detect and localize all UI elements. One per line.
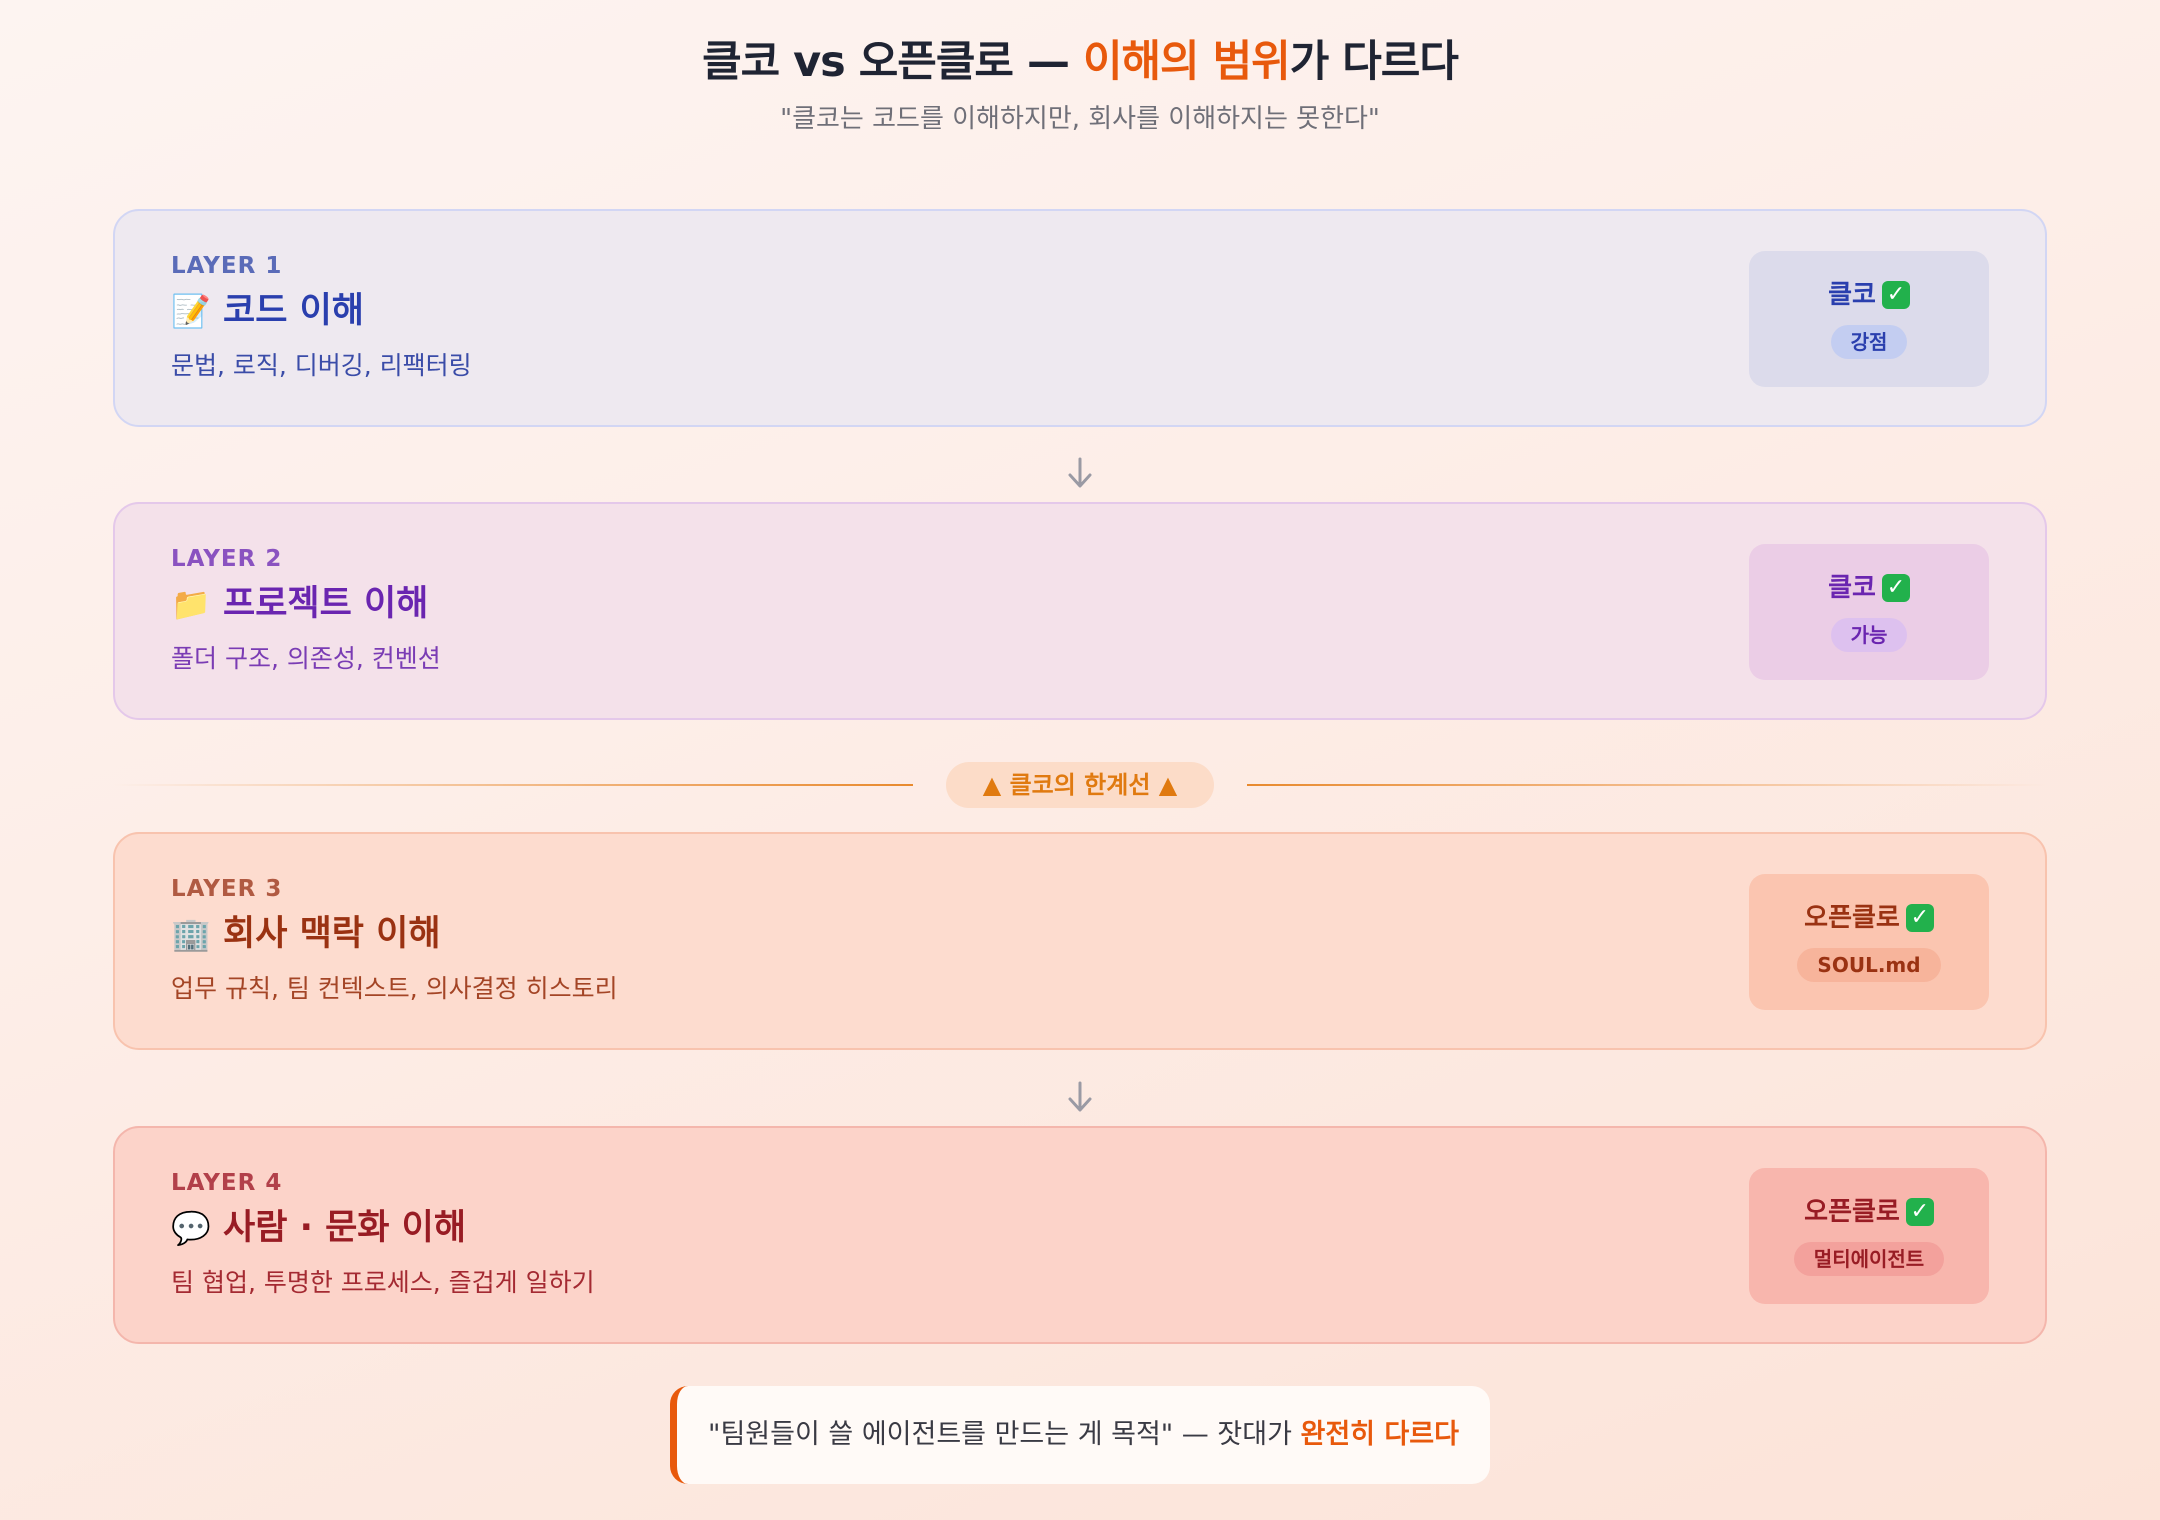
capability-badge: 클코 ✓ 강점 bbox=[1749, 251, 1989, 387]
layer-2-card: LAYER 2 📁 프로젝트 이해 폴더 구조, 의존성, 컨벤션 클코 ✓ 가… bbox=[113, 502, 2047, 720]
badge-name-text: 클코 bbox=[1828, 280, 1876, 310]
quote-text: "팀원들이 쓸 에이전트를 만드는 게 목적" — 잣대가 bbox=[708, 1419, 1292, 1450]
limit-line-right bbox=[1247, 784, 2047, 786]
layer-desc: 폴더 구조, 의존성, 컨벤션 bbox=[171, 644, 441, 673]
title-tail: 가 다르다 bbox=[1289, 37, 1459, 87]
folder-icon: 📁 bbox=[171, 585, 211, 623]
capability-badge: 오픈클로 ✓ 멀티에이전트 bbox=[1749, 1168, 1989, 1304]
layer-label: LAYER 2 bbox=[171, 546, 283, 572]
check-icon: ✓ bbox=[1881, 574, 1910, 602]
check-icon: ✓ bbox=[1905, 904, 1934, 932]
badge-name: 클코 ✓ bbox=[1828, 572, 1910, 604]
layer-title-text: 회사 맥락 이해 bbox=[223, 914, 441, 954]
badge-name-text: 오픈클로 bbox=[1804, 1197, 1900, 1227]
office-building-icon: 🏢 bbox=[171, 915, 211, 953]
check-icon: ✓ bbox=[1881, 281, 1910, 309]
capability-badge: 클코 ✓ 가능 bbox=[1749, 544, 1989, 680]
limit-line-left bbox=[113, 784, 913, 786]
layer-title-text: 코드 이해 bbox=[223, 291, 364, 331]
layer-label: LAYER 4 bbox=[171, 1170, 283, 1196]
layer-title: 📁 프로젝트 이해 bbox=[171, 580, 428, 628]
badge-name: 클코 ✓ bbox=[1828, 279, 1910, 311]
badge-name-text: 클코 bbox=[1828, 573, 1876, 603]
badge-pill: 강점 bbox=[1830, 325, 1908, 359]
limit-label: ▲ 클코의 한계선 ▲ bbox=[946, 762, 1214, 808]
layer-desc: 팀 협업, 투명한 프로세스, 즐겁게 일하기 bbox=[171, 1268, 595, 1297]
layer-4-card: LAYER 4 💬 사람 · 문화 이해 팀 협업, 투명한 프로세스, 즐겁게… bbox=[113, 1126, 2047, 1344]
badge-name: 오픈클로 ✓ bbox=[1804, 1196, 1934, 1228]
capability-badge: 오픈클로 ✓ SOUL.md bbox=[1749, 874, 1989, 1010]
page-title: 클코 vs 오픈클로 — 이해의 범위가 다르다 bbox=[0, 32, 2160, 92]
check-icon: ✓ bbox=[1905, 1198, 1934, 1226]
speech-bubble-icon: 💬 bbox=[171, 1209, 211, 1247]
memo-icon: 📝 bbox=[171, 292, 211, 330]
layer-title: 🏢 회사 맥락 이해 bbox=[171, 910, 441, 958]
layer-label: LAYER 1 bbox=[171, 253, 283, 279]
header: 클코 vs 오픈클로 — 이해의 범위가 다르다 "클코는 코드를 이해하지만,… bbox=[0, 32, 2160, 136]
quote-accent: 완전히 다르다 bbox=[1300, 1419, 1459, 1450]
conclusion-quote: "팀원들이 쓸 에이전트를 만드는 게 목적" — 잣대가 완전히 다르다 bbox=[670, 1386, 1490, 1484]
badge-name-text: 오픈클로 bbox=[1804, 903, 1900, 933]
layer-title-text: 프로젝트 이해 bbox=[223, 584, 429, 624]
layer-desc: 문법, 로직, 디버깅, 리팩터링 bbox=[171, 351, 472, 380]
badge-name: 오픈클로 ✓ bbox=[1804, 902, 1934, 934]
layer-title-text: 사람 · 문화 이해 bbox=[223, 1208, 467, 1248]
layer-label: LAYER 3 bbox=[171, 876, 283, 902]
layer-1-card: LAYER 1 📝 코드 이해 문법, 로직, 디버깅, 리팩터링 클코 ✓ 강… bbox=[113, 209, 2047, 427]
layer-desc: 업무 규칙, 팀 컨텍스트, 의사결정 히스토리 bbox=[171, 974, 618, 1003]
badge-pill: 가능 bbox=[1830, 618, 1908, 652]
badge-pill: SOUL.md bbox=[1797, 948, 1941, 982]
badge-pill: 멀티에이전트 bbox=[1793, 1242, 1945, 1276]
page-subtitle: "클코는 코드를 이해하지만, 회사를 이해하지는 못한다" bbox=[780, 104, 1380, 134]
arrow-down-icon bbox=[1068, 457, 1092, 488]
arrow-down-icon bbox=[1068, 1081, 1092, 1112]
title-main: 클코 vs 오픈클로 — bbox=[702, 37, 1083, 87]
title-accent: 이해의 범위 bbox=[1082, 37, 1291, 87]
layer-title: 📝 코드 이해 bbox=[171, 287, 364, 335]
layer-3-card: LAYER 3 🏢 회사 맥락 이해 업무 규칙, 팀 컨텍스트, 의사결정 히… bbox=[113, 832, 2047, 1050]
layer-title: 💬 사람 · 문화 이해 bbox=[171, 1204, 466, 1252]
